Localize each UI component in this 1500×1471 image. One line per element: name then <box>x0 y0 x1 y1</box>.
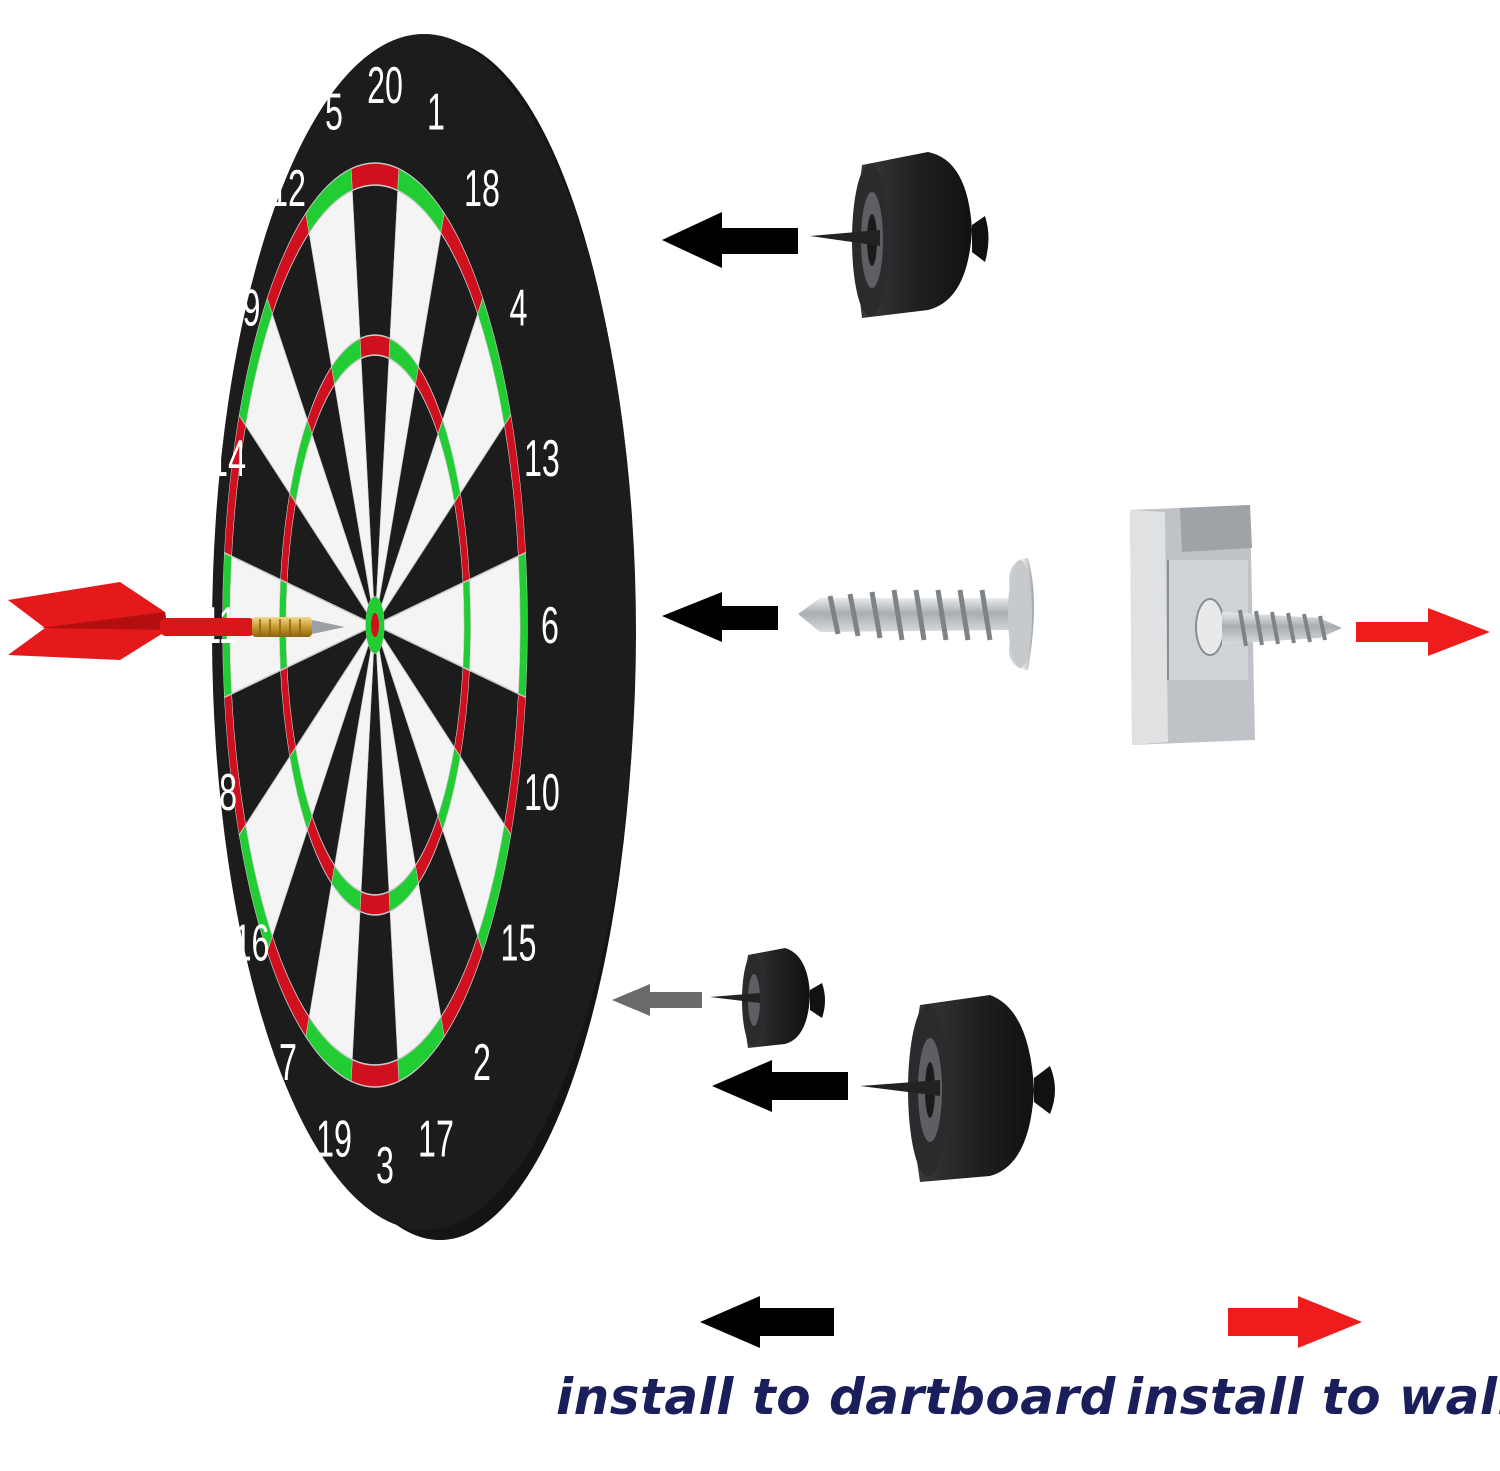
dart-icon <box>8 582 345 660</box>
board-number: 20 <box>367 57 403 115</box>
board-number: 9 <box>243 280 261 338</box>
board-number: 14 <box>210 430 246 488</box>
board-number: 6 <box>541 597 559 655</box>
board-number: 13 <box>524 430 560 488</box>
board-number: 12 <box>270 160 306 218</box>
board-number: 1 <box>427 84 445 142</box>
arrow-left-icon <box>612 984 702 1016</box>
board-segment <box>359 334 391 360</box>
legend-arrow-to-dartboard <box>700 1296 834 1348</box>
board-segment <box>352 910 398 1066</box>
board-number: 4 <box>510 280 528 338</box>
arrow-left-icon <box>662 212 798 268</box>
rubber-spacer-icon <box>710 948 825 1048</box>
wall-bracket-icon <box>1130 505 1342 745</box>
board-number: 2 <box>473 1034 491 1092</box>
screw-icon <box>798 558 1034 670</box>
legend-arrow-to-wall <box>1228 1296 1362 1348</box>
board-segment <box>469 555 521 695</box>
rubber-spacer-icon <box>810 152 989 318</box>
rubber-spacer-icon <box>860 995 1055 1182</box>
arrow-left-icon <box>662 592 778 642</box>
legend-label-dartboard: install to dartboard <box>556 1368 1116 1426</box>
dartboard-numbers: 2011841361015217319716811149125 <box>203 57 560 1195</box>
bullseye <box>371 613 379 637</box>
board-number: 18 <box>464 160 500 218</box>
board-number: 7 <box>279 1034 297 1092</box>
dartboard-face <box>222 162 528 1088</box>
dartboard: 2011841361015217319716811149125 <box>203 34 636 1240</box>
board-number: 19 <box>316 1111 352 1169</box>
board-number: 16 <box>234 915 270 973</box>
board-number: 10 <box>524 764 560 822</box>
board-number: 15 <box>501 915 537 973</box>
board-segment <box>462 578 471 672</box>
board-segment <box>352 184 398 340</box>
board-number: 17 <box>418 1111 454 1169</box>
board-segment <box>359 890 391 916</box>
arrow-right-icon <box>1356 608 1490 656</box>
board-number: 3 <box>376 1137 394 1195</box>
board-segment <box>305 167 353 234</box>
board-number: 5 <box>325 84 343 142</box>
legend-label-wall: install to wall <box>1126 1368 1500 1426</box>
board-number: 8 <box>219 764 237 822</box>
arrow-left-icon <box>712 1060 848 1112</box>
